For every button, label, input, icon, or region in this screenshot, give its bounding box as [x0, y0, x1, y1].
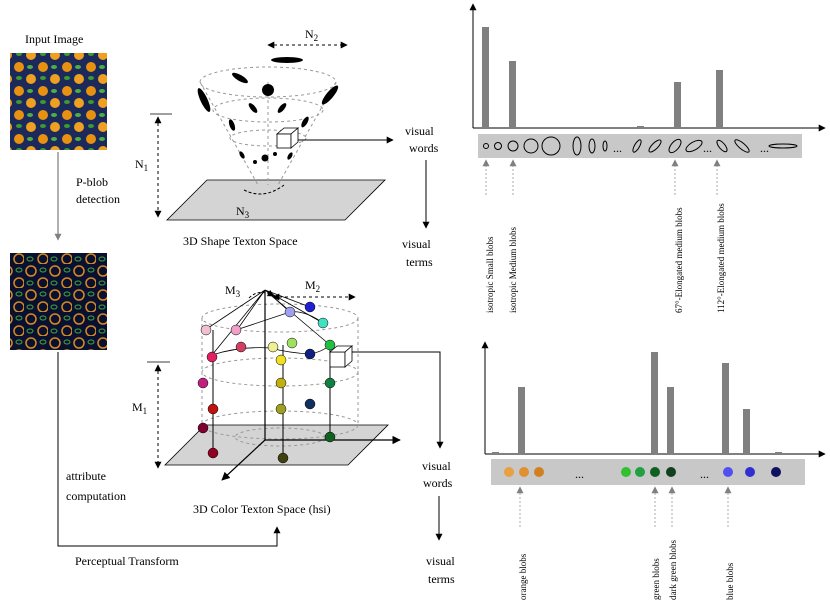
color-bar [775, 452, 782, 454]
color-swatch [771, 467, 781, 477]
color-swatch [504, 467, 514, 477]
color-texton-space [164, 289, 444, 481]
shape-blob [262, 84, 274, 96]
color-band-ellipsis-2: ... [700, 467, 709, 481]
shape-bar [509, 61, 516, 128]
perceptual-arrow [57, 352, 281, 547]
color-bar [651, 352, 658, 454]
shape-blob [321, 85, 339, 105]
color-to-words-arrow [352, 351, 444, 449]
perceptual-label: Perceptual Transform [75, 554, 179, 568]
shape-blob [248, 103, 258, 113]
n2-label: N2 [305, 27, 318, 43]
m3-arc [248, 289, 275, 299]
m3-label: M3 [225, 283, 241, 299]
m2-label: M2 [305, 278, 320, 294]
visual-words-top-1: visual [405, 124, 434, 138]
color-histogram: ... ... orange blobs green blobs dark gr… [481, 341, 826, 600]
shape-blob [273, 152, 277, 156]
shape-bar [482, 27, 489, 128]
input-image [10, 53, 107, 150]
color-cell [329, 351, 346, 368]
visual-terms-top-1: visual [402, 237, 431, 251]
shape-blob [232, 72, 248, 84]
shape-blob [287, 152, 293, 160]
shape-bar [637, 126, 644, 128]
shape-bar-label-67: 67°-Elongated medium blobs [674, 207, 684, 313]
visual-words-bottom-2: words [423, 476, 453, 490]
color-bar [667, 387, 674, 454]
shape-blob [277, 103, 287, 113]
color-swatch [666, 467, 676, 477]
color-bar [722, 363, 729, 454]
shape-band-ellipsis-2: ... [703, 141, 712, 155]
shape-blob [253, 160, 257, 164]
color-bar [492, 452, 499, 454]
color-bar-label-blue: blue blobs [725, 562, 735, 600]
color-bar-label-green: green blobs [651, 558, 661, 600]
shape-bar-label-small: isotropic Small blobs [485, 236, 495, 313]
shape-blob [261, 154, 269, 162]
visual-terms-bottom-2: terms [428, 572, 455, 586]
shape-histogram: ... ... ... isotropic Small blobs isotro… [469, 3, 826, 313]
visual-words-top-2: words [409, 141, 439, 155]
shape-texton-space [166, 57, 394, 221]
color-bar-label-dark-green: dark green blobs [668, 540, 678, 600]
color-bar [518, 387, 525, 454]
m1-label: M1 [132, 400, 147, 416]
pblob-label-2: detection [76, 192, 120, 206]
n1-label: N1 [135, 157, 148, 173]
pblob-image [10, 253, 107, 350]
n3-label: N3 [236, 204, 250, 220]
shape-blob [197, 88, 211, 112]
color-swatch [534, 467, 544, 477]
color-space-caption: 3D Color Texton Space (hsi) [193, 502, 331, 516]
color-swatch [621, 467, 631, 477]
shape-ground-plane [166, 179, 386, 221]
color-swatch [723, 467, 733, 477]
shape-blob [228, 119, 236, 131]
input-image-label: Input Image [25, 32, 83, 46]
attribute-label-1: attribute [66, 469, 106, 483]
n3-arc [243, 184, 285, 195]
visual-words-bottom-1: visual [422, 459, 451, 473]
color-swatch [745, 467, 755, 477]
pblob-label-1: P-blob [76, 175, 108, 189]
color-swatch [635, 467, 645, 477]
color-bar [743, 409, 750, 454]
shape-space-caption: 3D Shape Texton Space [183, 234, 298, 248]
color-swatch [519, 467, 529, 477]
shape-band-ellipsis-3: ... [760, 141, 769, 155]
color-bar-label-orange: orange blobs [518, 553, 528, 600]
color-ground-plane [164, 424, 389, 466]
shape-bar-label-112: 112°-Elongated medium blobs [716, 203, 726, 313]
shape-bar-label-medium: isotropic Medium blobs [508, 227, 518, 313]
shape-blob [301, 116, 309, 128]
shape-band-ellipsis: ... [613, 141, 622, 155]
shape-blob [239, 151, 245, 159]
visual-terms-bottom-1: visual [426, 554, 455, 568]
attribute-label-2: computation [66, 489, 126, 503]
color-swatch [650, 467, 660, 477]
shape-blob [271, 57, 303, 63]
color-band-ellipsis: ... [575, 467, 584, 481]
shape-bar [716, 70, 723, 128]
shape-bar [674, 82, 681, 128]
visual-terms-top-2: terms [406, 255, 433, 269]
